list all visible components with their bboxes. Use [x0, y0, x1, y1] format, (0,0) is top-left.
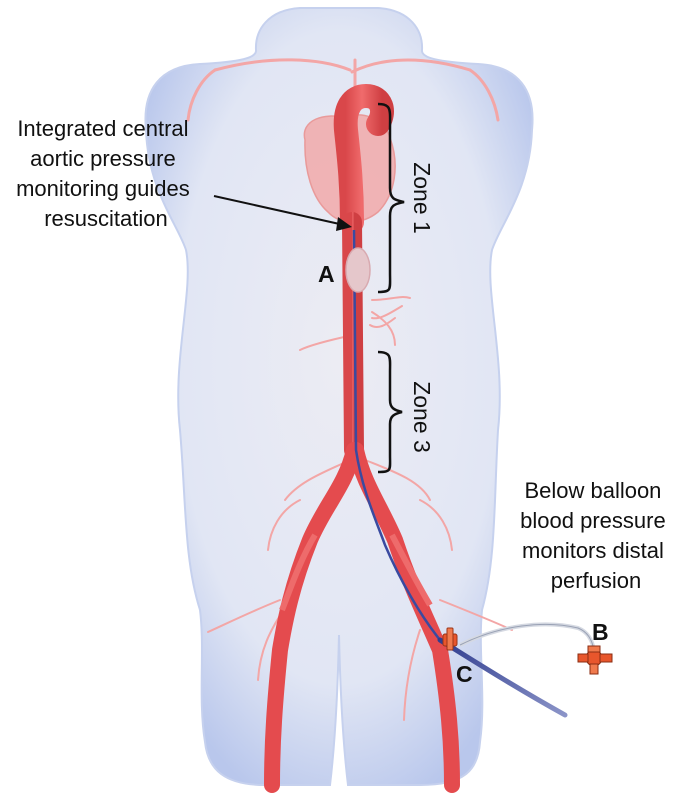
zone-3-label: Zone 3	[409, 381, 435, 453]
zone-1-brace	[377, 102, 405, 294]
callout-arrow-head	[336, 217, 352, 231]
callout-central-line-4: resuscitation	[44, 206, 168, 231]
callout-distal-line-1: Below balloon	[524, 478, 661, 503]
callout-distal-line-3: monitors distal	[522, 538, 664, 563]
callout-central-line-3: monitoring guides	[16, 176, 190, 201]
callout-distal-line-4: perfusion	[551, 568, 642, 593]
occlusion-balloon	[345, 247, 371, 293]
label-c: C	[456, 661, 473, 687]
callout-central-line-2: aortic pressure	[30, 146, 176, 171]
label-a: A	[318, 261, 335, 287]
stopcock-b	[577, 645, 613, 675]
callout-distal-line-2: blood pressure	[520, 508, 666, 533]
zone-3-brace	[377, 350, 403, 474]
callout-central-line-1: Integrated central	[17, 116, 188, 141]
zone-1-label: Zone 1	[409, 162, 435, 234]
hub-c	[442, 627, 458, 651]
callout-central: Integrated central aortic pressure monit…	[16, 116, 196, 231]
label-b: B	[592, 619, 609, 645]
callout-distal: Below balloon blood pressure monitors di…	[520, 478, 672, 593]
callout-arrow-line	[213, 195, 345, 226]
catheter-shaft	[352, 229, 441, 641]
sheath	[437, 637, 568, 718]
